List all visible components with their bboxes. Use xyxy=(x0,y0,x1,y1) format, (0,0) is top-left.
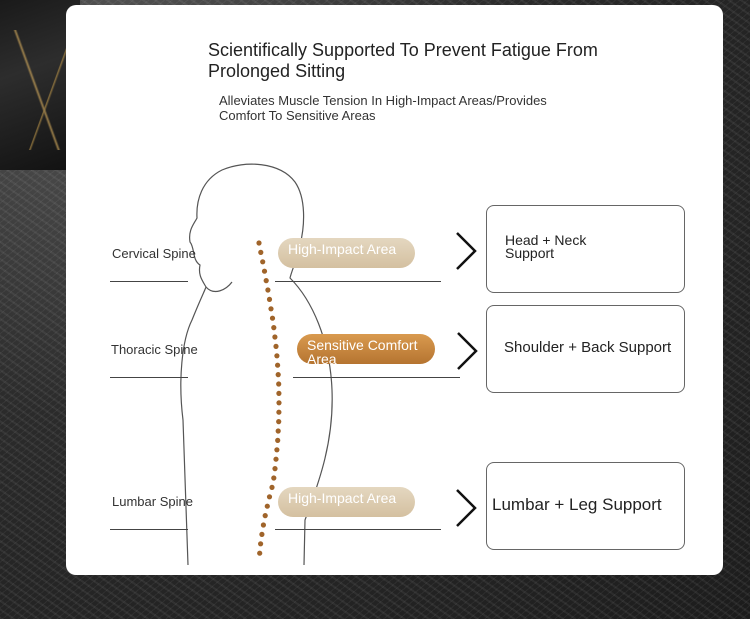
spine-dots xyxy=(256,240,282,556)
spine-dot xyxy=(274,447,280,453)
spine-dot xyxy=(258,249,264,255)
spine-dot xyxy=(275,428,281,434)
thoracic-spine-label: Thoracic Spine xyxy=(111,342,198,357)
spine-dot xyxy=(273,343,279,349)
divider-line xyxy=(110,529,188,530)
spine-dot xyxy=(257,550,263,556)
high-impact-pill-cervical: High-Impact Area xyxy=(278,238,415,268)
spine-dot xyxy=(258,541,264,547)
chevron-right-icon xyxy=(456,489,477,527)
spine-dot xyxy=(260,522,266,528)
divider-line xyxy=(293,377,460,378)
spine-dot xyxy=(261,268,268,274)
spine-dot xyxy=(262,513,268,519)
spine-dot xyxy=(276,390,282,396)
spine-dot xyxy=(271,475,277,481)
divider-line xyxy=(110,377,188,378)
page-subtitle: Alleviates Muscle Tension In High-Impact… xyxy=(219,93,547,123)
sensitive-comfort-pill: Sensitive Comfort Area xyxy=(297,334,435,366)
chevron-right-icon xyxy=(457,332,478,370)
spine-dot xyxy=(268,306,274,312)
high-impact-pill-lumbar: High-Impact Area xyxy=(278,487,415,517)
spine-dot xyxy=(264,503,270,509)
spine-dot xyxy=(263,278,269,284)
lumbar-spine-label: Lumbar Spine xyxy=(112,494,193,509)
support-card-lumbar-leg: Lumbar + Leg Support xyxy=(486,462,685,550)
support-label: Head + Neck Support xyxy=(505,232,587,261)
page-title: Scientifically Supported To Prevent Fati… xyxy=(208,40,598,81)
spine-dot xyxy=(271,325,277,331)
spine-dot xyxy=(265,287,271,293)
spine-dot xyxy=(266,494,273,500)
spine-dot xyxy=(276,381,282,387)
spine-dot xyxy=(274,353,280,359)
spine-dot xyxy=(266,296,273,302)
cervical-spine-label: Cervical Spine xyxy=(112,246,196,261)
support-label: Shoulder + Back Support xyxy=(504,339,672,356)
spine-dot xyxy=(275,372,281,378)
spine-dot xyxy=(276,419,282,425)
spine-dot xyxy=(269,484,275,490)
spine-dot xyxy=(269,315,276,321)
spine-dot xyxy=(272,334,278,340)
spine-dot xyxy=(273,456,279,462)
divider-line xyxy=(110,281,188,282)
chevron-right-icon xyxy=(456,232,477,270)
support-label: Lumbar + Leg Support xyxy=(492,495,662,514)
spine-dot xyxy=(276,400,282,406)
spine-dot xyxy=(275,362,281,368)
support-card-shoulder-back: Shoulder + Back Support xyxy=(486,305,685,393)
spine-dot xyxy=(275,437,281,443)
support-card-head-neck: Head + Neck Support xyxy=(486,205,685,293)
spine-dot xyxy=(276,409,282,415)
spine-dot xyxy=(272,466,278,472)
divider-line xyxy=(275,529,441,530)
spine-dot xyxy=(259,531,265,538)
spine-dot xyxy=(260,259,266,265)
spine-dot xyxy=(256,240,262,246)
divider-line xyxy=(275,281,441,282)
